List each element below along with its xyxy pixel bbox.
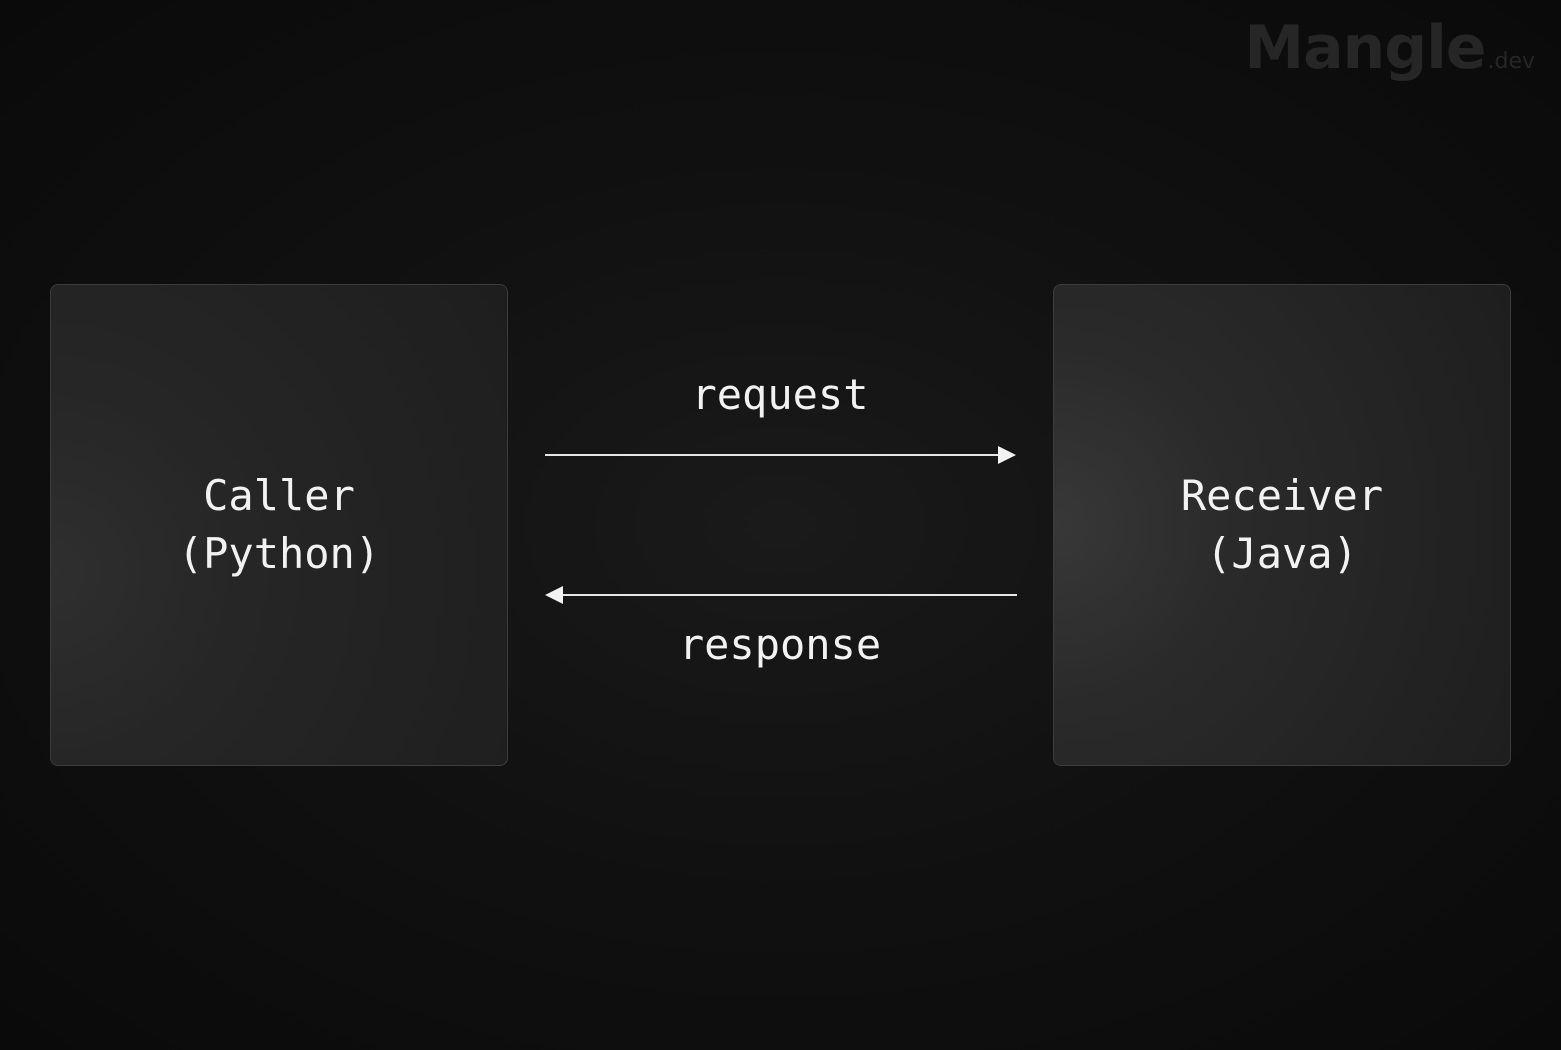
watermark-sub-text: .dev — [1487, 49, 1535, 74]
receiver-node-language: (Java) — [1206, 529, 1358, 578]
request-arrow — [545, 446, 1016, 464]
request-label: request — [691, 370, 869, 419]
caller-node-language: (Python) — [177, 529, 381, 578]
receiver-node-name: Receiver — [1180, 471, 1384, 520]
response-arrowhead — [545, 586, 563, 604]
caller-node-name: Caller — [203, 471, 355, 520]
response-arrow — [545, 586, 1017, 604]
caller-node: Caller (Python) — [50, 284, 508, 766]
response-label: response — [678, 620, 882, 669]
request-arrowhead — [998, 446, 1016, 464]
watermark-main-text: Mangle — [1244, 13, 1486, 83]
receiver-node: Receiver (Java) — [1053, 284, 1511, 766]
brand-watermark: Mangle .dev — [1244, 18, 1535, 78]
